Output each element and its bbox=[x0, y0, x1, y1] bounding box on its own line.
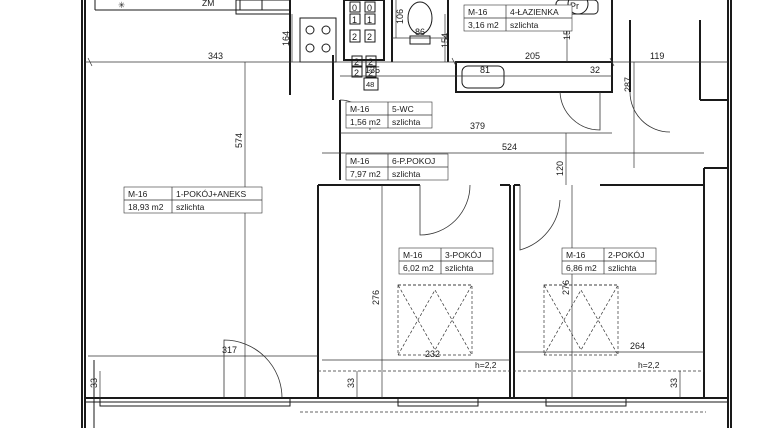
dim-524: 524 bbox=[502, 142, 517, 152]
dim-264: 264 bbox=[630, 341, 645, 351]
dim-135: 135 bbox=[365, 65, 380, 75]
room-label-1: M-16 1-POKÓJ+ANEKS 18,93 m2 szlichta bbox=[123, 186, 263, 214]
burner-label-2: 0 bbox=[367, 3, 372, 13]
zm-label: ZM bbox=[202, 0, 214, 8]
wardrobes bbox=[397, 284, 619, 356]
room-5-area: 1,56 m2 bbox=[350, 117, 381, 127]
inner-walls bbox=[289, 0, 728, 398]
wc-toilet bbox=[391, 0, 449, 62]
dim-154a: 154 bbox=[440, 33, 450, 48]
room-2-floor: szlichta bbox=[608, 263, 637, 273]
dim-120: 120 bbox=[555, 161, 565, 176]
room-1-floor: szlichta bbox=[176, 202, 205, 212]
lower-label-3: 2 bbox=[354, 68, 359, 78]
dim-32: 32 bbox=[590, 65, 600, 75]
room-6-name: 6-P.POKOJ bbox=[392, 156, 435, 166]
kitchen-counter: ZM ✳ bbox=[94, 0, 291, 15]
room-label-3: M-16 3-POKÓJ 6,02 m2 szlichta bbox=[398, 247, 494, 275]
dim-379: 379 bbox=[470, 121, 485, 131]
room-6-floor: szlichta bbox=[392, 169, 421, 179]
dim-81: 81 bbox=[480, 65, 490, 75]
burner-label-4: 1 bbox=[367, 15, 372, 25]
room-4-code: M-16 bbox=[468, 7, 488, 17]
dim-287: 287 bbox=[623, 77, 633, 92]
room-3-code: M-16 bbox=[403, 250, 423, 260]
room-2-name: 2-POKÓJ bbox=[608, 250, 644, 260]
burner-label-1: 0 bbox=[352, 3, 357, 13]
dim-154b: 154 bbox=[562, 25, 572, 40]
pr-label: Pr bbox=[570, 1, 579, 11]
room-6-code: M-16 bbox=[350, 156, 370, 166]
room-3-area: 6,02 m2 bbox=[403, 263, 434, 273]
dim-574: 574 bbox=[234, 133, 244, 148]
room-6-area: 7,97 m2 bbox=[350, 169, 381, 179]
room-5-code: M-16 bbox=[350, 104, 370, 114]
room-3-name: 3-POKÓJ bbox=[445, 250, 481, 260]
fan-icon: ✳ bbox=[118, 0, 126, 10]
burner-label-3: 1 bbox=[352, 15, 357, 25]
stove bbox=[299, 17, 337, 63]
dim-317: 317 bbox=[222, 345, 237, 355]
room-4-floor: szlichta bbox=[510, 20, 539, 30]
height-label-2: h=2,2 bbox=[638, 360, 660, 370]
room-2-code: M-16 bbox=[566, 250, 586, 260]
dim-48: 48 bbox=[366, 80, 374, 89]
room-1-code: M-16 bbox=[128, 189, 148, 199]
dim-164: 164 bbox=[281, 31, 291, 46]
room-5-name: 5-WC bbox=[392, 104, 414, 114]
room-4-area: 3,16 m2 bbox=[468, 20, 499, 30]
dim-33b: 33 bbox=[669, 378, 679, 388]
dimension-lines: 343 205 119 135 81 32 86 379 524 317 232… bbox=[85, 0, 728, 398]
height-label-1: h=2,2 bbox=[475, 360, 497, 370]
dim-276b: 276 bbox=[561, 280, 571, 295]
room-1-area: 18,93 m2 bbox=[128, 202, 164, 212]
dim-343: 343 bbox=[208, 51, 223, 61]
installation-shaft: 0 0 1 1 2 2 2 2 2 2 48 bbox=[343, 0, 385, 91]
dim-119: 119 bbox=[650, 51, 664, 61]
dim-33a: 33 bbox=[346, 378, 356, 388]
height-line: h=2,2 h=2,2 bbox=[318, 360, 704, 372]
room-4-name: 4-ŁAZIENKA bbox=[510, 7, 559, 17]
room-1-name: 1-POKÓJ+ANEKS bbox=[176, 189, 246, 199]
room-label-6: M-16 6-P.POKOJ 7,97 m2 szlichta bbox=[345, 153, 449, 181]
room-5-floor: szlichta bbox=[392, 117, 421, 127]
lower-label-4: 2 bbox=[368, 68, 373, 78]
dim-86: 86 bbox=[415, 27, 425, 37]
burner-label-6: 2 bbox=[367, 32, 372, 42]
room-3-floor: szlichta bbox=[445, 263, 474, 273]
dim-33c: 33 bbox=[89, 378, 99, 388]
dim-276a: 276 bbox=[371, 290, 381, 305]
windows bbox=[93, 360, 706, 428]
burner-label-5: 2 bbox=[352, 32, 357, 42]
dim-232: 232 bbox=[425, 349, 440, 359]
dim-106: 106 bbox=[395, 9, 405, 24]
room-label-4: M-16 4-ŁAZIENKA 3,16 m2 szlichta bbox=[463, 4, 573, 32]
room-2-area: 6,86 m2 bbox=[566, 263, 597, 273]
room-label-5: M-16 5-WC 1,56 m2 szlichta bbox=[345, 101, 433, 129]
dim-205: 205 bbox=[525, 51, 540, 61]
room-label-2: M-16 2-POKÓJ 6,86 m2 szlichta bbox=[561, 247, 657, 275]
